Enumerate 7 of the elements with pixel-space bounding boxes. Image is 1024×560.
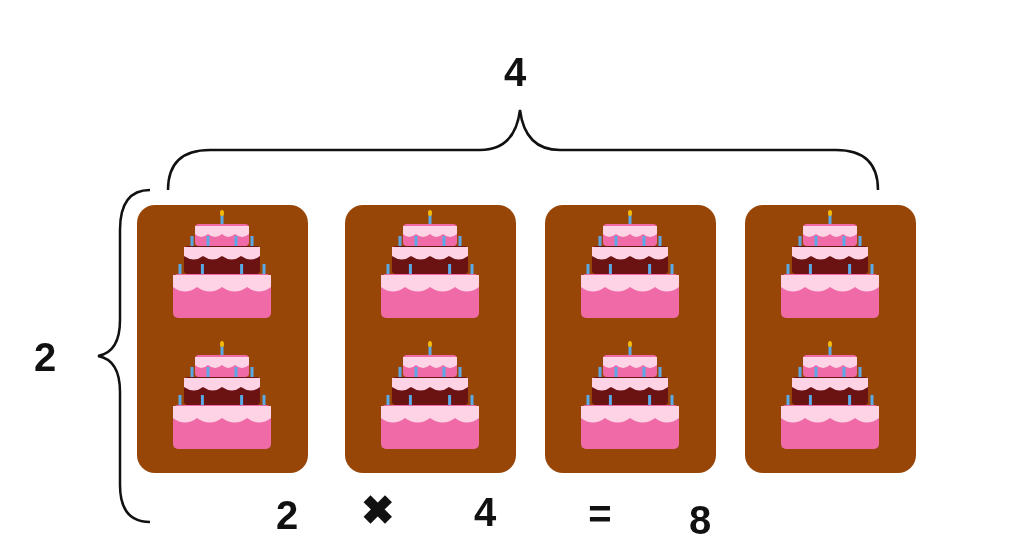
- math-label: 8: [688, 500, 712, 540]
- math-label: 4: [503, 52, 527, 92]
- math-label: ✖: [361, 490, 395, 530]
- math-label: =: [588, 494, 612, 534]
- math-label: 4: [473, 492, 497, 532]
- math-label: 2: [33, 337, 57, 377]
- math-label: 2: [275, 495, 299, 535]
